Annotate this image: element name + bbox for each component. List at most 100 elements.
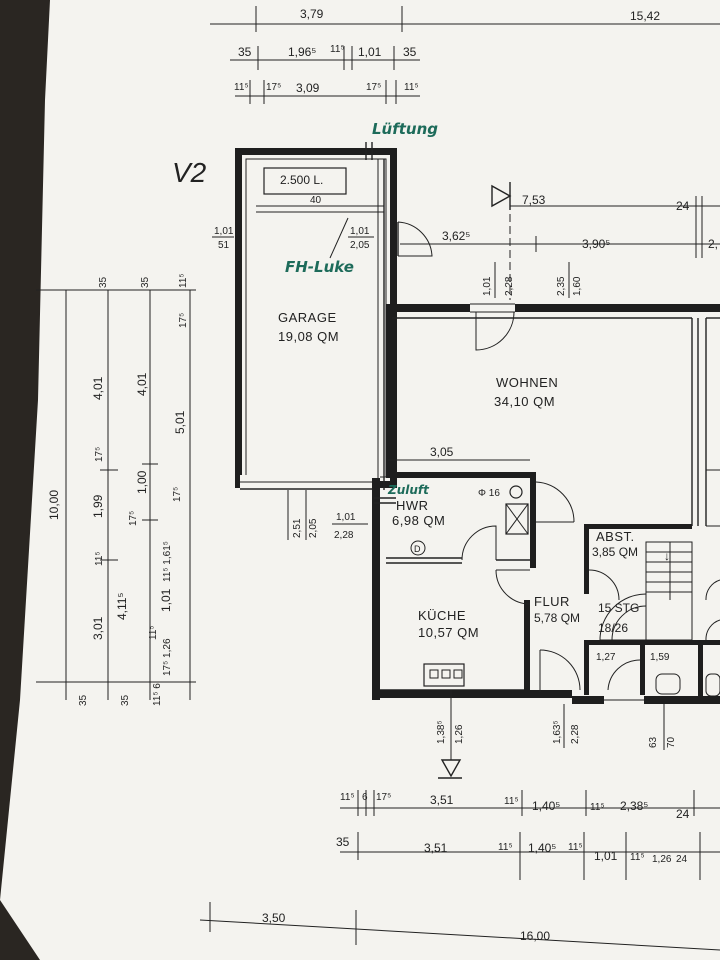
fh-luke-note: FH-Luke (285, 258, 354, 276)
dim-l2-35b: 35 (120, 694, 131, 706)
dim-l1-199: 1,99 (91, 494, 105, 518)
tank-dim-label: 40 (310, 195, 322, 206)
wc-toilet (655, 673, 681, 695)
garage-area: 19,08 QM (278, 329, 339, 344)
dim-left-total: 10,00 (47, 490, 61, 520)
dim-top-379: 3,79 (300, 7, 324, 21)
dim-l3-501: 5,01 (173, 410, 187, 434)
dim-top-115a: 11⁵ (330, 44, 345, 55)
dim-251: 2,51 (292, 518, 303, 538)
zuluft-note: Zuluft (387, 483, 430, 497)
bottom-dimension-chains: 1,38⁵ 1,26 1,63⁵ 2,28 63 70 11⁵ 6 17⁵ 3,… (199, 690, 720, 951)
dim-v-1385-b: 1,26 (454, 724, 465, 744)
dim-l2-4115: 4,11⁵ (115, 593, 129, 620)
svg-text:↓: ↓ (664, 549, 670, 563)
dim-101-228-a: 1,01 (482, 276, 493, 296)
oil-tank (263, 167, 347, 195)
dim-l3-1156: 11⁵ 6 (152, 683, 163, 706)
dim-b1-175: 17⁵ (376, 792, 391, 803)
dim-b2-115b: 11⁵ (568, 842, 583, 853)
dim-235-160-b: 1,60 (572, 276, 583, 296)
hwr-label: HWR (396, 498, 429, 513)
dim-l1-301: 3,01 (91, 616, 105, 640)
dim-b3-350: 3,50 (262, 911, 286, 925)
abst-area: 3,85 QM (592, 545, 638, 559)
wohnen-label: WOHNEN (496, 375, 558, 390)
dim-b1-1405: 1,40⁵ (532, 799, 560, 813)
dim-b1-6: 6 (362, 792, 368, 803)
kueche-area: 10,57 QM (418, 625, 479, 640)
dim-l2-100: 1,00 (135, 470, 149, 494)
dim-b2-101: 1,01 (594, 849, 618, 863)
dim-v-63: 63 (648, 736, 659, 748)
dim-top-175a: 17⁵ (266, 82, 281, 93)
inner-dimensions: 7,53 24 3,62⁵ 3,90⁵ 2, 1,01 2,28 2,35 1,… (287, 182, 720, 541)
stairs-ratio: 18/26 (598, 621, 628, 635)
wc1-area: 1,27 (596, 652, 616, 663)
dim-v-1635-b: 2,28 (570, 724, 581, 744)
house-walls: D ↓ (372, 303, 720, 704)
dim-228b: 2,28 (334, 530, 354, 541)
dim-b1-351: 3,51 (430, 793, 454, 807)
dim-l1-401: 4,01 (91, 376, 105, 400)
dim-101-228-b: 2,28 (504, 276, 515, 296)
left-dimension-chains: 10,00 35 4,01 17⁵ 1,99 11⁵ 3,01 35 35 4,… (36, 273, 196, 706)
dim-top-1542: 15,42 (630, 9, 660, 23)
dim-3905: 3,90⁵ (582, 237, 610, 251)
dim-v-70: 70 (666, 736, 677, 748)
stove (423, 663, 465, 687)
dim-305: 3,05 (430, 445, 454, 459)
dim-l3-115b: 11⁵ (148, 625, 159, 640)
dim-235-160-a: 2,35 (556, 276, 567, 296)
dim-b2-351: 3,51 (424, 841, 448, 855)
lueftung-note: Lüftung (372, 120, 438, 138)
dim-l1-175: 17⁵ (94, 447, 105, 462)
dim-b2-115c: 11⁵ (630, 852, 645, 863)
dim-l2-401: 4,01 (135, 372, 149, 396)
dim-b2-126: 1,26 (652, 854, 672, 865)
dim-l3-101: 1,01 (159, 588, 173, 612)
dim-101b: 1,01 (336, 512, 356, 523)
dim-2: 2, (708, 237, 718, 251)
dim-top-35b: 35 (403, 45, 417, 59)
dim-top-1965: 1,96⁵ (288, 45, 316, 59)
boiler-box (505, 503, 529, 535)
dim-b1-115c: 11⁵ (590, 802, 605, 813)
stairs-steps: 15 STG (598, 601, 639, 615)
dim-3625: 3,62⁵ (442, 229, 470, 243)
dim-l2-35a: 35 (140, 276, 151, 288)
dim-b3-1600: 16,00 (520, 929, 550, 943)
roman-note: V2 (172, 157, 207, 188)
dim-101-205-a: 1,01 (350, 226, 370, 237)
kueche-label: KÜCHE (418, 608, 466, 623)
hwr-area: 6,98 QM (392, 513, 445, 528)
dim-l1-115: 11⁵ (94, 551, 105, 566)
dim-b2-35: 35 (336, 835, 350, 849)
garage-walls (235, 142, 433, 490)
chimney-label: Φ 16 (478, 488, 500, 499)
wc2-area: 1,59 (650, 652, 670, 663)
dim-b2-24: 24 (676, 854, 688, 865)
dim-205: 2,05 (308, 518, 319, 538)
dim-l2-175: 17⁵ (128, 511, 139, 526)
dim-l3-175b: 17⁵ (172, 487, 183, 502)
svg-text:D: D (414, 544, 421, 554)
dim-b1-115b: 11⁵ (504, 796, 519, 807)
dim-top-309: 3,09 (296, 81, 320, 95)
dim-top-115c: 11⁵ (404, 82, 419, 93)
dim-l3-1615: 11⁵ 1,61⁵ (162, 541, 173, 582)
dim-24: 24 (676, 199, 690, 213)
flur-area: 5,78 QM (534, 611, 580, 625)
dim-l1-35b: 35 (78, 694, 89, 706)
wohnen-area: 34,10 QM (494, 394, 555, 409)
dim-b1-2385: 2,38⁵ (620, 799, 648, 813)
dim-l3-115a: 11⁵ (178, 273, 189, 288)
dim-101-205-b: 2,05 (350, 240, 370, 251)
dim-b2-115a: 11⁵ (498, 842, 513, 853)
abst-label: ABST. (596, 529, 635, 544)
chimney-circle (509, 485, 523, 499)
dim-top-35a: 35 (238, 45, 252, 59)
dim-101-51-b: 51 (218, 240, 230, 251)
tank-label: 2.500 L. (280, 173, 323, 187)
